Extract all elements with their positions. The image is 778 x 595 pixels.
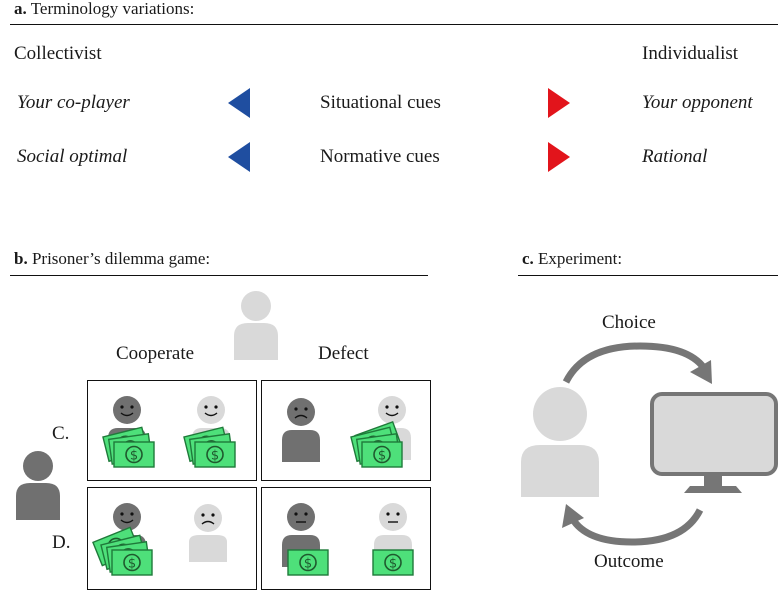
section-b-rule <box>10 275 428 276</box>
choice-label: Choice <box>602 312 656 333</box>
individualist-heading: Individualist <box>642 43 739 64</box>
dc-opponent-face <box>189 504 227 562</box>
row1-right-label: Your opponent <box>642 92 753 113</box>
outcome-arrow-icon <box>562 504 704 546</box>
opponent-person-icon <box>234 291 278 360</box>
section-b-letter: b. <box>14 249 28 268</box>
outcome-label: Outcome <box>594 551 664 572</box>
section-a-letter: a. <box>14 0 27 18</box>
row1-left-label: Your co-player <box>17 92 130 113</box>
section-a-title: a. Terminology variations: <box>14 0 194 19</box>
section-c-rule <box>518 275 778 276</box>
participant-person-icon <box>521 387 599 497</box>
row2-left-label: Social optimal <box>17 146 128 167</box>
right-arrow-icon <box>548 88 570 118</box>
left-arrow-icon <box>228 142 250 172</box>
section-c-title: c. Experiment: <box>522 249 622 269</box>
col-label-cooperate: Cooperate <box>116 343 195 364</box>
row2-right-label: Rational <box>642 146 708 167</box>
row-label-d: D. <box>52 532 71 553</box>
collectivist-heading: Collectivist <box>14 43 102 64</box>
choice-arrow-icon <box>562 342 712 384</box>
row2-center-label: Normative cues <box>320 146 440 167</box>
section-b-title: b. Prisoner’s dilemma game: <box>14 249 210 269</box>
section-b-heading: Prisoner’s dilemma game: <box>31 249 211 268</box>
row-label-c: C. <box>52 423 70 444</box>
player-person-icon <box>16 451 60 520</box>
cd-player-face <box>282 398 320 462</box>
col-label-defect: Defect <box>318 343 369 364</box>
section-a-heading: Terminology variations: <box>30 0 195 18</box>
section-c-letter: c. <box>522 249 534 268</box>
right-arrow-icon <box>548 142 570 172</box>
section-a-rule <box>10 24 778 25</box>
monitor-icon <box>650 392 778 493</box>
section-c-heading: Experiment: <box>538 249 623 268</box>
row1-center-label: Situational cues <box>320 92 441 113</box>
left-arrow-icon <box>228 88 250 118</box>
